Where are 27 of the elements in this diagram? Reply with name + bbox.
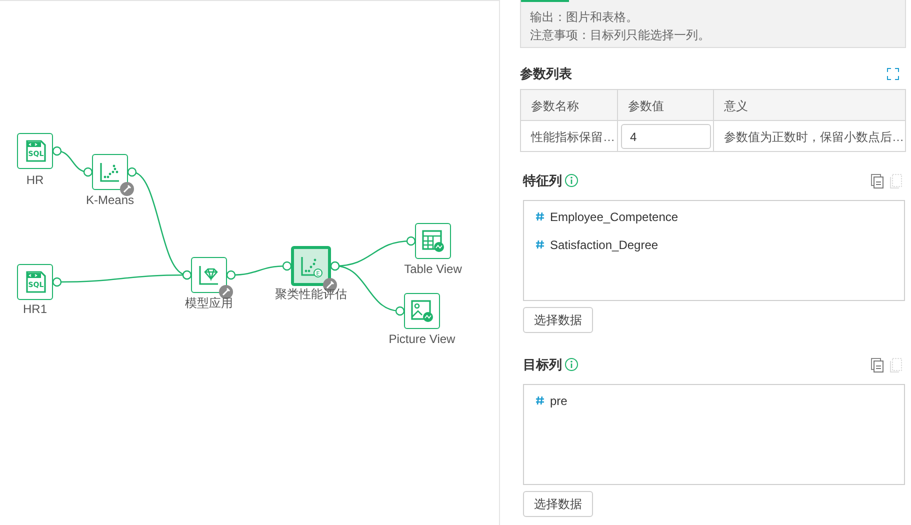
table-header-cell: 参数名称: [520, 89, 618, 121]
column-name: Satisfaction_Degree: [550, 237, 658, 253]
table-header-cell: 参数值: [617, 89, 714, 121]
column-name: Employee_Competence: [550, 209, 678, 225]
column-name: pre: [550, 393, 568, 409]
select-data-button: 选择数据: [523, 491, 593, 517]
section-title: 特征列: [523, 173, 562, 189]
note-text: 注意事项：目标列只能选择一列。: [530, 27, 710, 43]
input-field: 4: [621, 124, 711, 149]
node-label: HR: [25, 172, 45, 188]
note-text: 输出：图片和表格。: [530, 9, 638, 25]
section-title: 目标列: [523, 357, 562, 373]
section-title: 参数列表: [520, 66, 572, 82]
node-label: Picture View: [388, 331, 456, 347]
table-cell: 参数值为正数时，保留小数点后…: [713, 120, 906, 152]
node-label: 模型应用: [184, 295, 234, 311]
node-label: Table View: [403, 261, 463, 277]
node-label: K-Means: [84, 192, 136, 208]
connector: [52, 146, 93, 177]
node-label: HR1: [22, 301, 48, 317]
connector: [52, 270, 192, 287]
connector: [226, 261, 292, 280]
table-cell: 性能指标保留…: [520, 120, 618, 152]
connector: [330, 261, 405, 316]
select-data-button: 选择数据: [523, 307, 593, 333]
table-header-cell: 意义: [713, 89, 906, 121]
node-label: 聚类性能评估: [274, 286, 348, 302]
